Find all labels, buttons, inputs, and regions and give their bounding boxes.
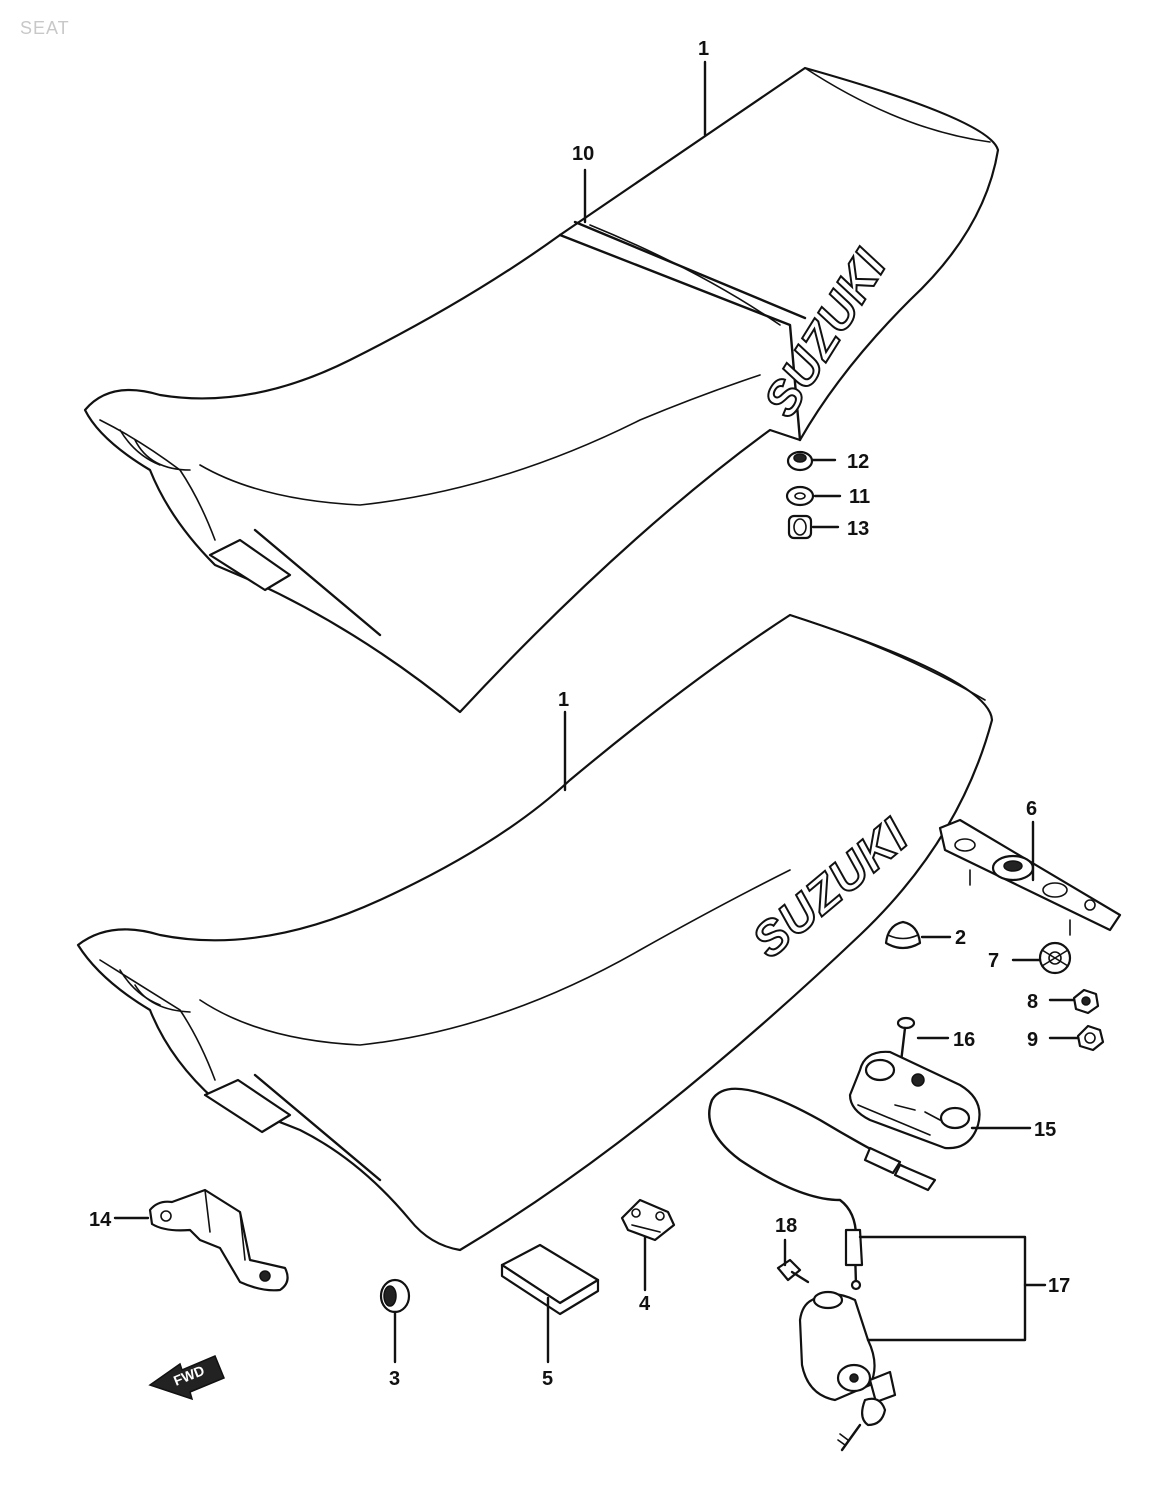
callout-8: 8 (1027, 991, 1038, 1013)
callout-15: 15 (1034, 1119, 1056, 1141)
lower-seat: SUZUKI (76, 613, 994, 1252)
bolt-18 (776, 1258, 810, 1284)
grommet-3 (379, 1278, 411, 1314)
callout-10: 10 (572, 143, 594, 165)
callout-16: 16 (953, 1029, 975, 1051)
callout-1-lower: 1 (558, 689, 569, 711)
lock-cable-17 (708, 1087, 937, 1291)
pad-5 (500, 1243, 600, 1316)
callout-14: 14 (89, 1209, 112, 1231)
callout-6: 6 (1026, 798, 1037, 820)
callout-18: 18 (775, 1215, 797, 1237)
callout-11: 11 (849, 486, 870, 508)
callout-13: 13 (847, 518, 869, 540)
callout-3: 3 (389, 1368, 400, 1390)
lock-bracket-15 (848, 1050, 981, 1150)
callout-7: 7 (988, 950, 999, 972)
bushing-13 (787, 514, 813, 540)
section-label: SEAT (20, 18, 70, 38)
callout-4: 4 (639, 1293, 651, 1315)
callout-numbers: 1 10 12 11 13 1 6 2 7 8 9 16 15 14 18 4 … (89, 38, 1070, 1390)
washer-7 (1038, 941, 1072, 975)
callout-12: 12 (847, 451, 869, 473)
nut-9 (1076, 1024, 1105, 1052)
leader-lines (113, 60, 1080, 1364)
key-lock-17 (798, 1290, 897, 1452)
callout-1-upper: 1 (698, 38, 709, 60)
upper-seat: SUZUKI (83, 66, 1000, 714)
cushion-2 (884, 920, 922, 950)
callout-9: 9 (1027, 1029, 1038, 1051)
hinge-plate-6 (938, 818, 1122, 936)
nut-12 (786, 450, 814, 472)
bracket-14 (148, 1188, 289, 1292)
fwd-arrow: FWD (148, 1355, 225, 1401)
washer-11 (785, 485, 815, 507)
nut-8 (1072, 988, 1100, 1015)
callout-2: 2 (955, 927, 966, 949)
screw-16 (896, 1016, 916, 1064)
callout-5: 5 (542, 1368, 553, 1390)
callout-17: 17 (1048, 1275, 1070, 1297)
clip-4 (620, 1198, 676, 1242)
